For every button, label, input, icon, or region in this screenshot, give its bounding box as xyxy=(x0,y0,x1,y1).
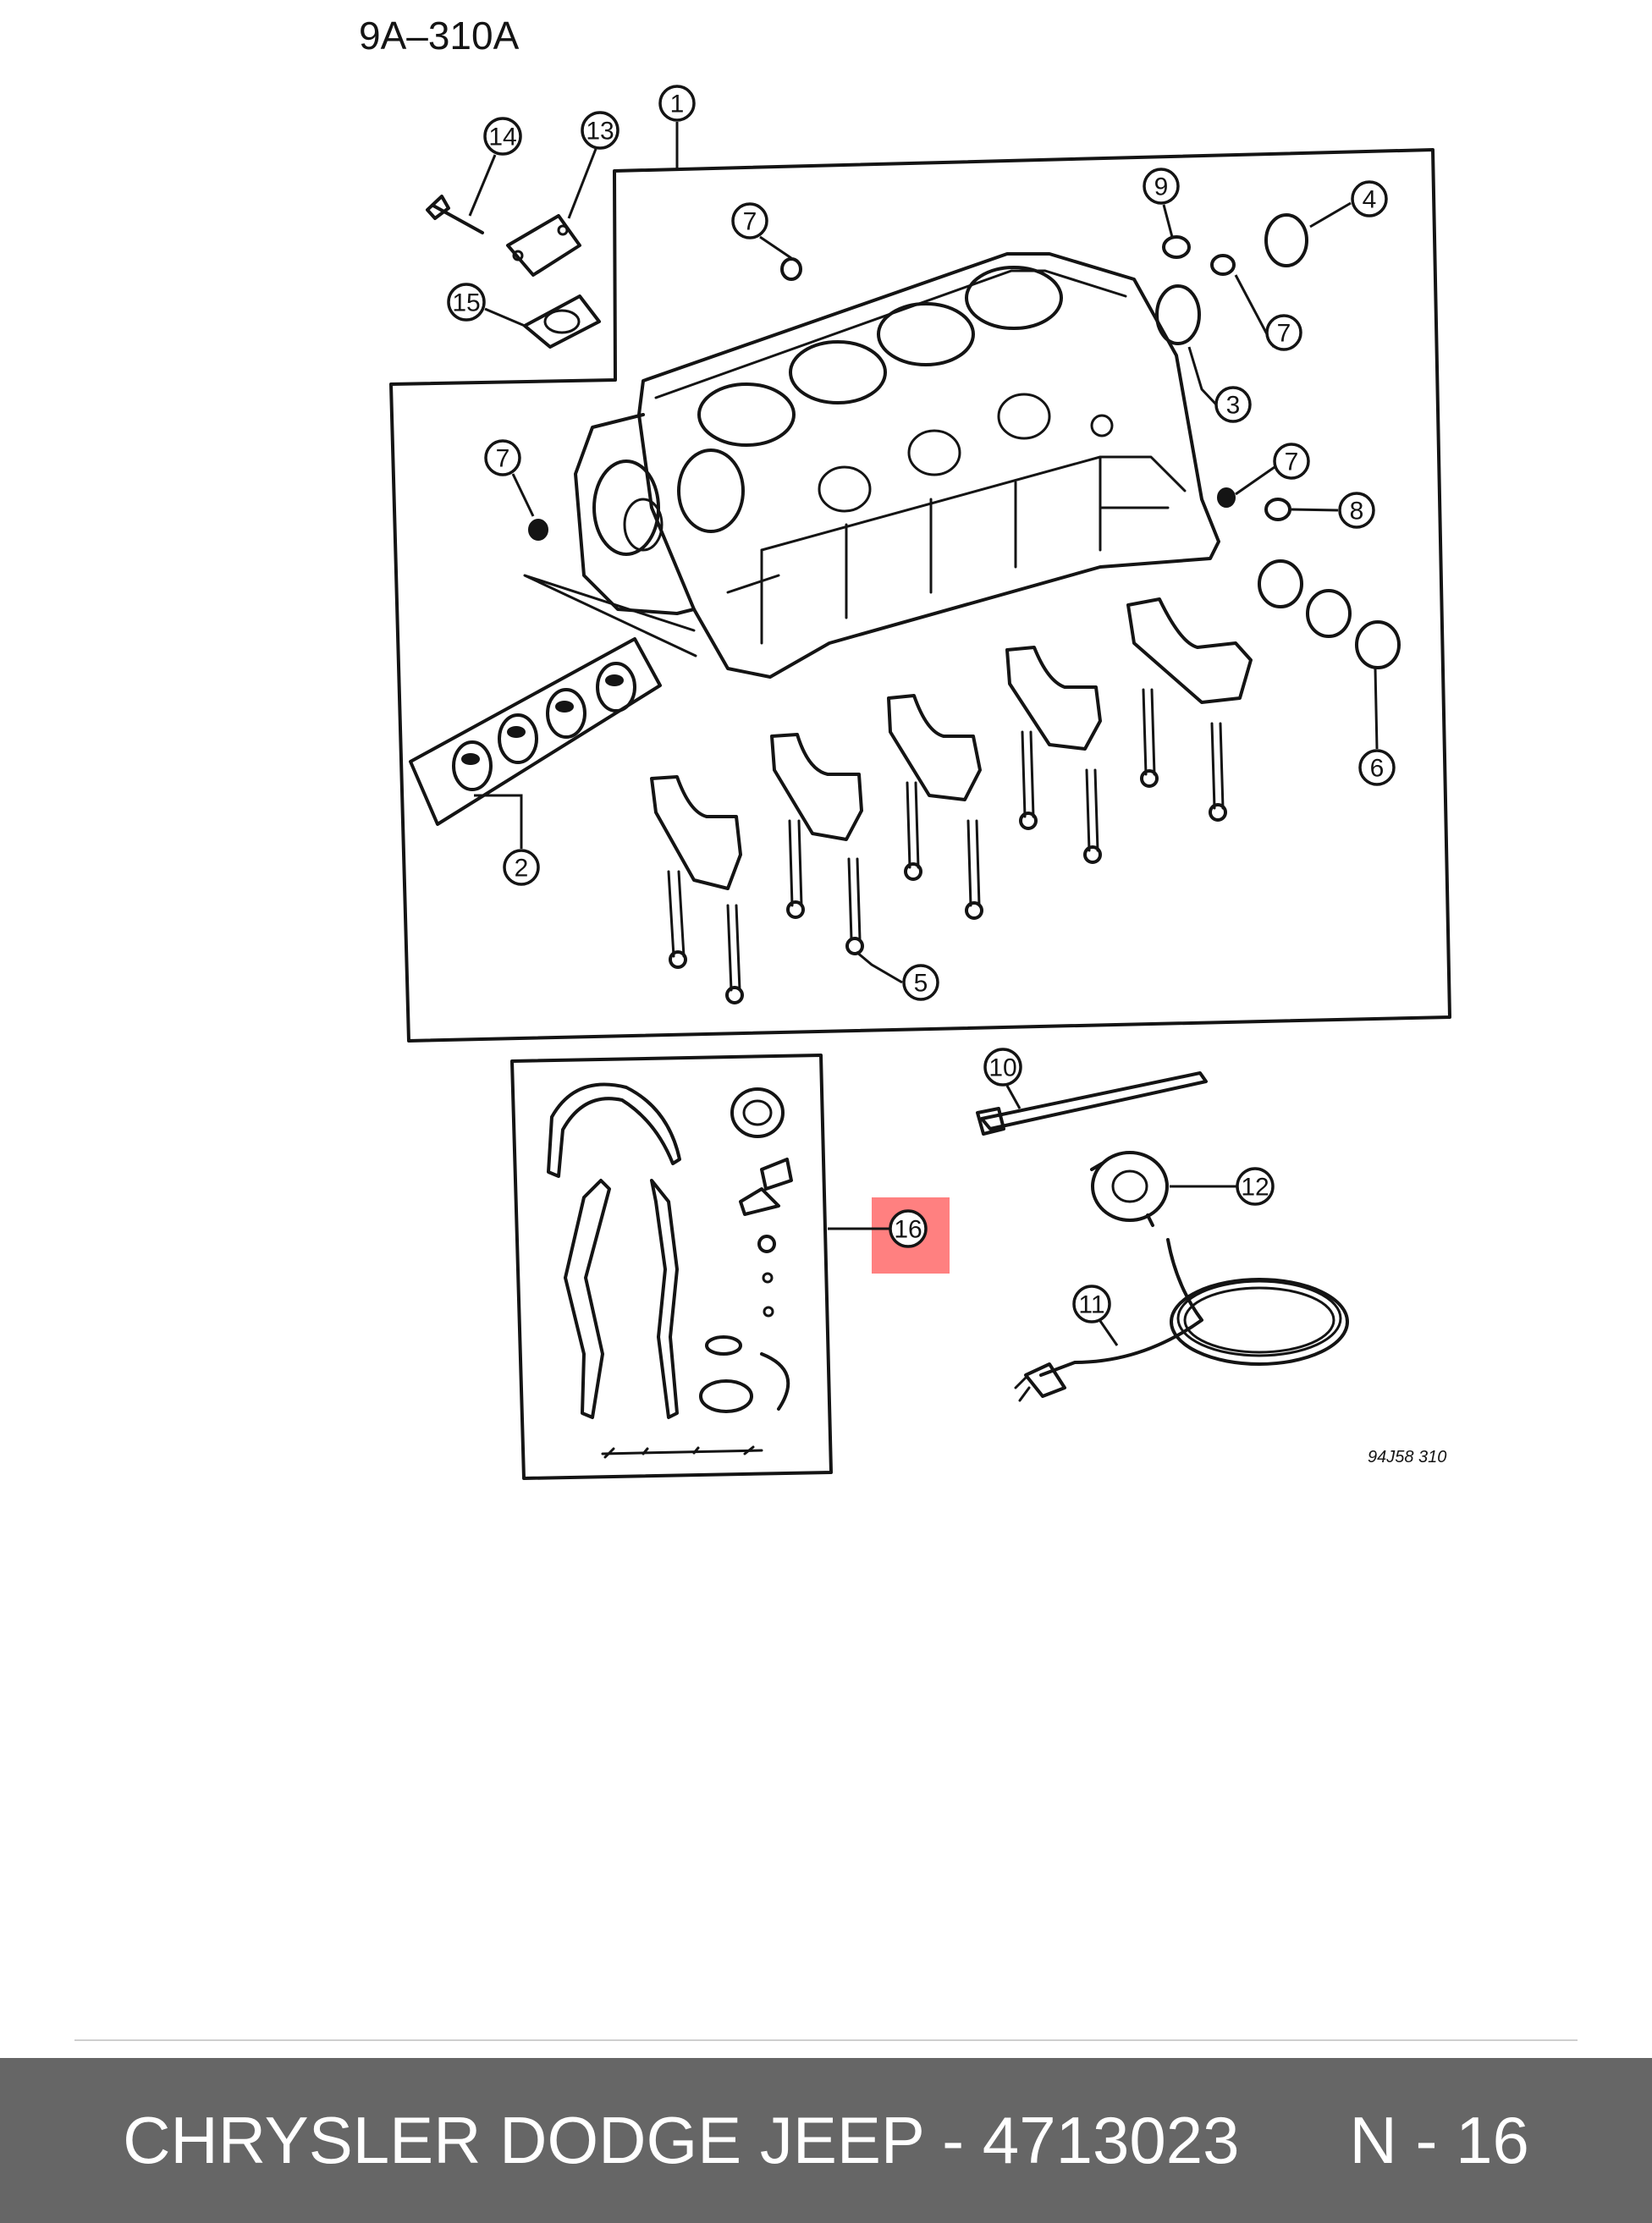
callout-circle xyxy=(581,111,620,150)
callout-6: 6 xyxy=(1358,749,1396,786)
callout-number: 5 xyxy=(914,970,928,998)
callout-circle xyxy=(1072,1285,1111,1323)
callout-circle xyxy=(484,439,521,476)
callout-10: 10 xyxy=(983,1048,1022,1087)
callout-number: 12 xyxy=(1241,1174,1269,1202)
callout-11: 11 xyxy=(1072,1285,1111,1323)
callout-number: 7 xyxy=(743,208,757,236)
callout-circle xyxy=(731,202,768,239)
callout-number: 10 xyxy=(988,1054,1016,1082)
callout-number: 13 xyxy=(586,118,614,146)
callout-2: 2 xyxy=(503,849,540,886)
callout-circle xyxy=(447,283,486,322)
main-bearing-caps xyxy=(650,597,1253,890)
footer-page-ref: N - 16 xyxy=(1349,2103,1529,2177)
callout-circle xyxy=(983,1048,1022,1087)
callout-number: 15 xyxy=(452,289,480,317)
footer-text: CHRYSLER DODGE JEEP - 4713023 N - 16 xyxy=(0,2058,1652,2223)
callout-number: 3 xyxy=(1226,392,1241,420)
main-cap-bolts xyxy=(667,688,1227,1004)
callout-number: 2 xyxy=(515,855,529,883)
block-group-frame xyxy=(389,148,1451,1043)
sender-unit xyxy=(1090,1151,1169,1227)
callout-3: 3 xyxy=(1214,386,1252,423)
callout-7: 7 xyxy=(1265,314,1302,351)
callout-number: 7 xyxy=(496,445,510,473)
callout-circle xyxy=(1358,749,1396,786)
callout-circle xyxy=(889,1209,928,1248)
divider-rule xyxy=(74,2039,1578,2041)
callout-circle xyxy=(1143,168,1180,205)
block-pointer-line xyxy=(523,574,697,658)
callout-circle xyxy=(483,117,522,156)
callout-5: 5 xyxy=(902,964,939,1001)
callout-number: 14 xyxy=(488,124,516,151)
callout-7: 7 xyxy=(484,439,521,476)
callout-circle xyxy=(1236,1167,1275,1206)
gasket-kit-contents xyxy=(547,1082,793,1459)
gasket-kit-frame xyxy=(510,1054,833,1480)
callout-1: 1 xyxy=(658,85,696,122)
dipstick-tube xyxy=(976,1071,1208,1136)
footer-bar: CHRYSLER DODGE JEEP - 4713023 N - 16 xyxy=(0,2058,1652,2223)
callout-circle xyxy=(902,964,939,1001)
callout-number: 7 xyxy=(1277,320,1291,348)
engine-block-illustration xyxy=(574,252,1220,679)
callout-number: 1 xyxy=(670,91,685,118)
callout-7: 7 xyxy=(1273,443,1310,480)
callout-9: 9 xyxy=(1143,168,1180,205)
callout-number: 7 xyxy=(1285,448,1299,476)
callout-13: 13 xyxy=(581,111,620,150)
callout-number: 6 xyxy=(1370,755,1385,783)
callout-number: 9 xyxy=(1154,173,1169,201)
sheet-label: 9A–310A xyxy=(359,14,520,58)
rear-seal-harness xyxy=(1014,1238,1349,1402)
callout-14: 14 xyxy=(483,117,522,156)
callout-number: 8 xyxy=(1350,498,1364,525)
small-parts xyxy=(426,195,1401,669)
callout-8: 8 xyxy=(1338,492,1375,529)
callout-circle xyxy=(503,849,540,886)
callout-4: 4 xyxy=(1351,180,1388,217)
callout-15: 15 xyxy=(447,283,486,322)
callout-circle xyxy=(1265,314,1302,351)
callout-number: 16 xyxy=(894,1216,922,1244)
callout-circle xyxy=(1338,492,1375,529)
reference-code: 94J58 310 xyxy=(1368,1448,1446,1466)
leader-lines xyxy=(468,122,1379,1346)
callout-circle xyxy=(1214,386,1252,423)
callout-7: 7 xyxy=(731,202,768,239)
callout-circle xyxy=(1273,443,1310,480)
callout-12: 12 xyxy=(1236,1167,1275,1206)
cam-bearing-set xyxy=(409,637,662,826)
callout-circle xyxy=(658,85,696,122)
callout-number: 11 xyxy=(1078,1291,1104,1319)
callout-number: 4 xyxy=(1363,186,1377,214)
callout-circle xyxy=(1351,180,1388,217)
footer-spacer xyxy=(1239,2103,1349,2177)
callout-16: 16 xyxy=(889,1209,928,1248)
footer-brand-part: CHRYSLER DODGE JEEP - 4713023 xyxy=(123,2103,1240,2177)
